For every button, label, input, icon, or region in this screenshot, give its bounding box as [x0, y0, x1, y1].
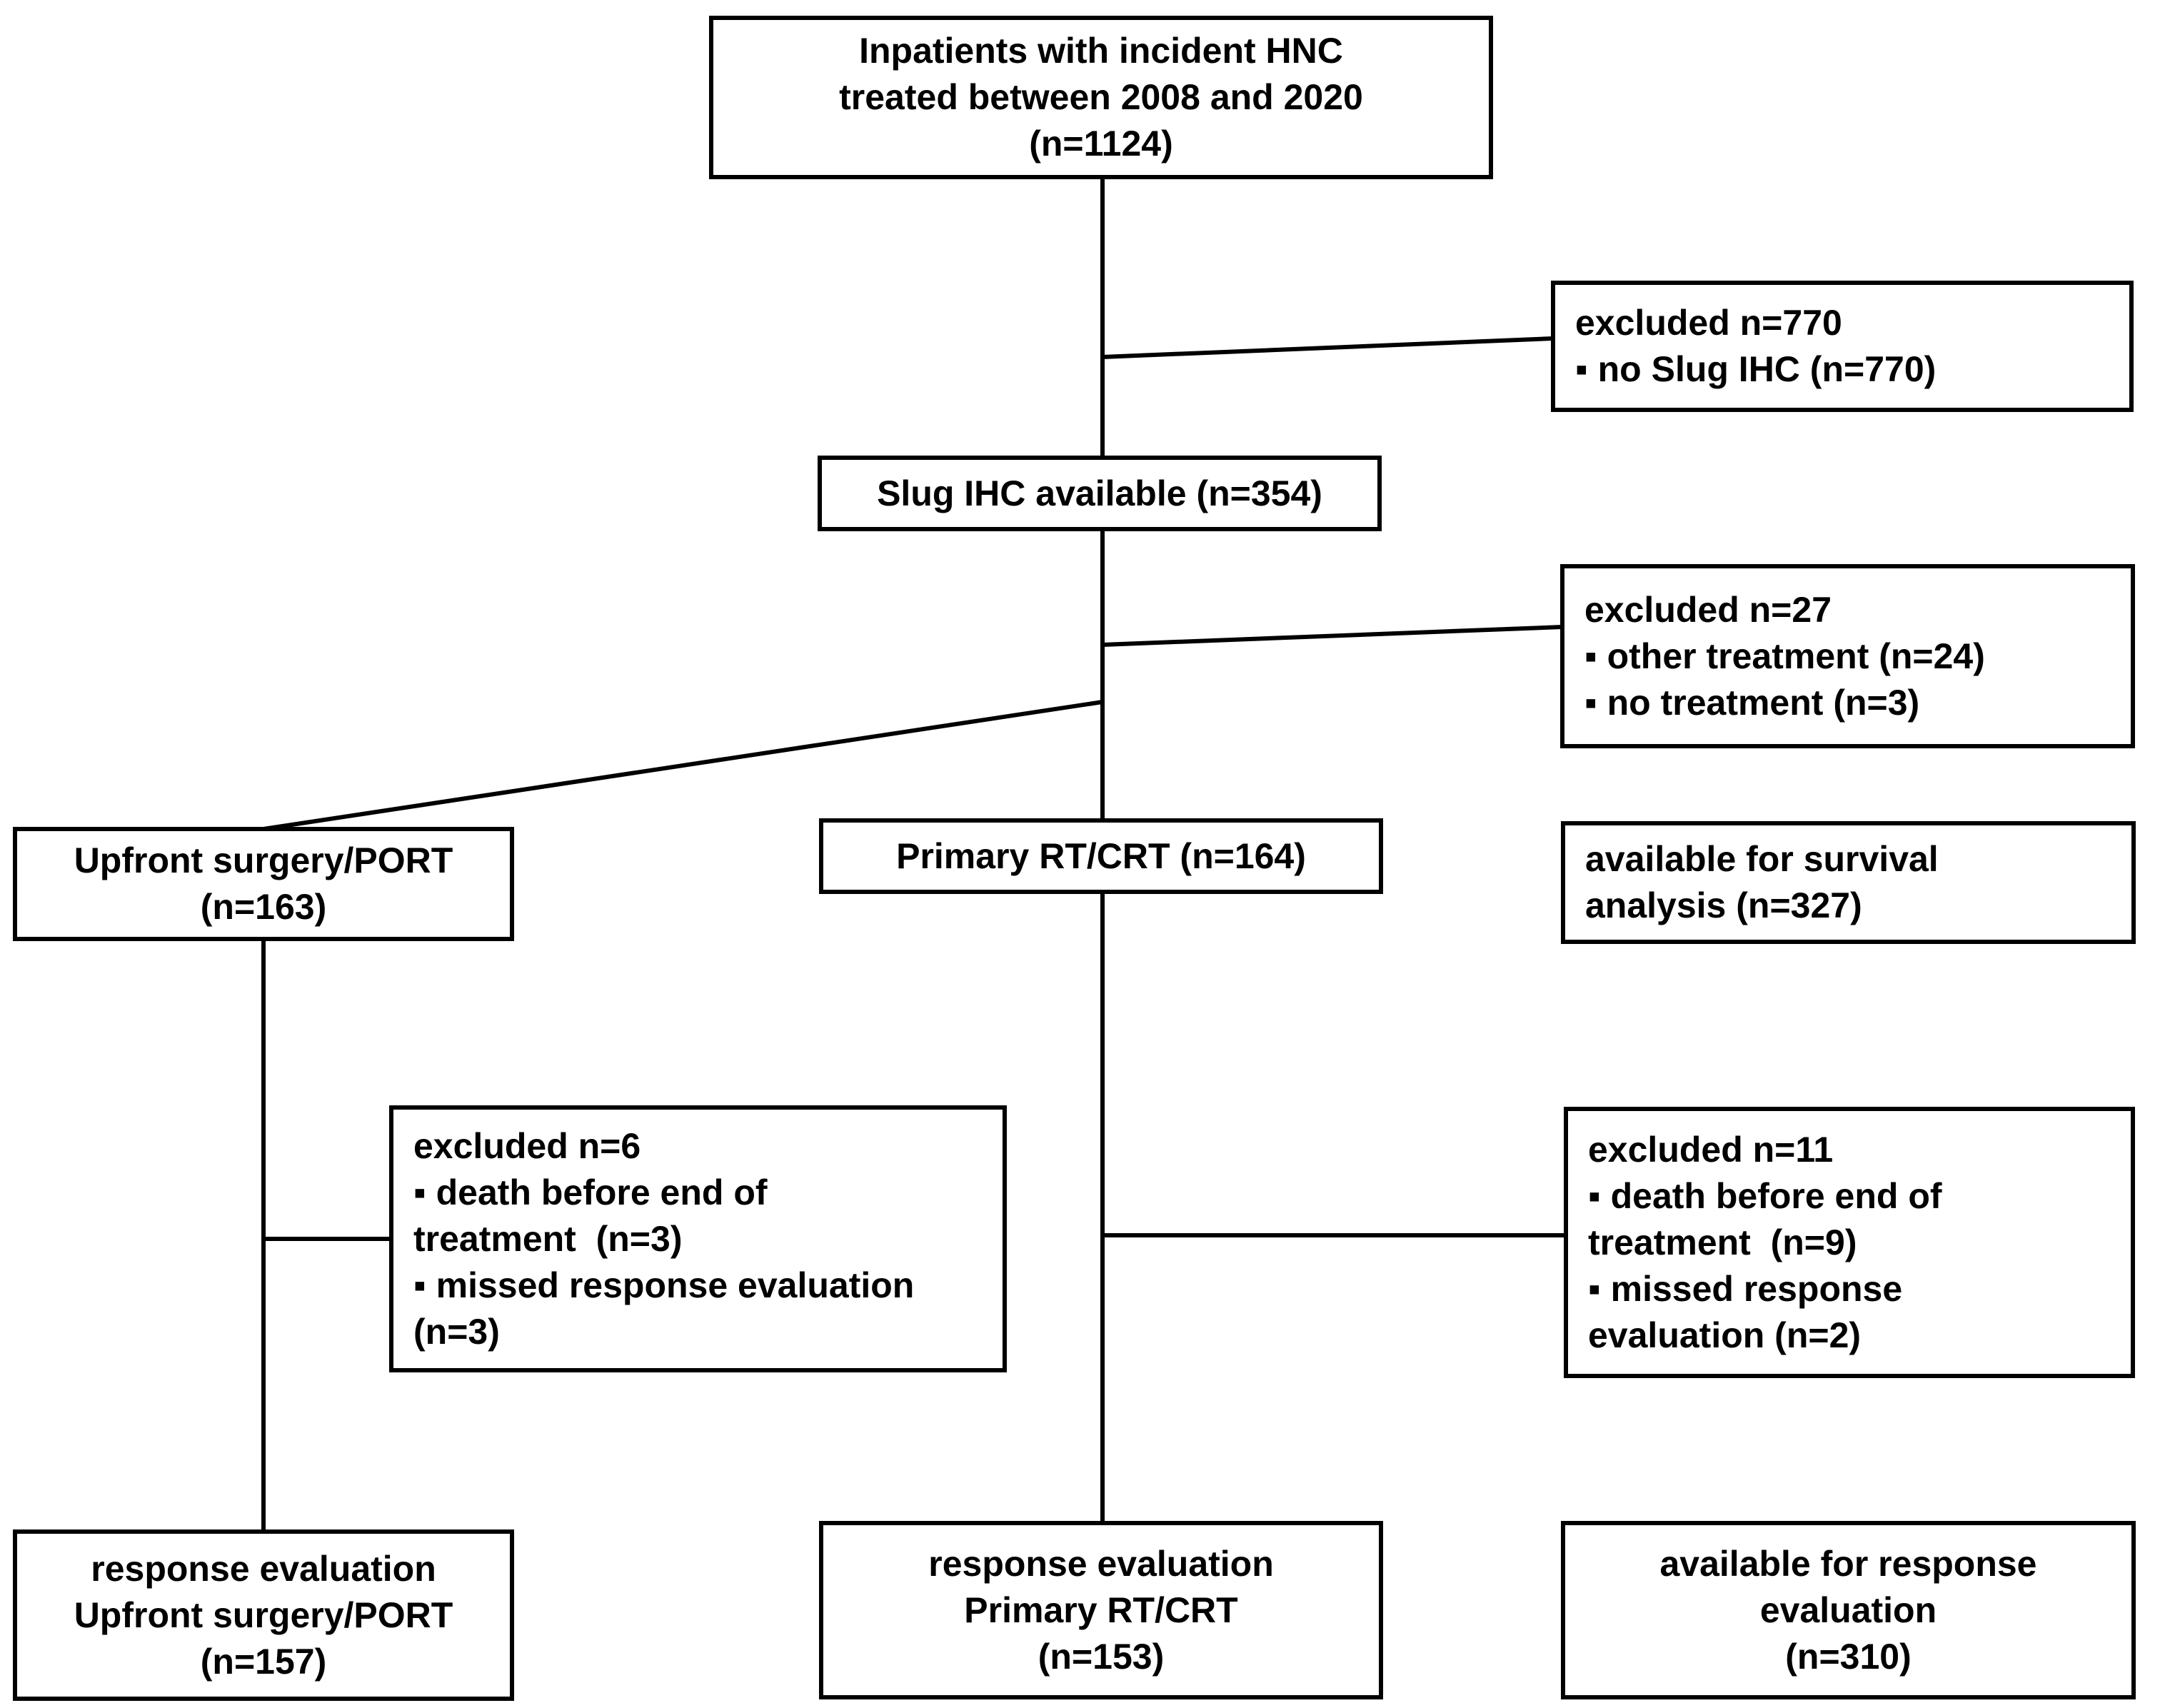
box-excluded-no-slug-text: excluded n=770 ▪ no Slug IHC (n=770) — [1575, 303, 1937, 389]
box-slug-available-text: Slug IHC available (n=354) — [877, 473, 1322, 513]
box-inpatients-incident-hnc: Inpatients with incident HNC treated bet… — [709, 16, 1493, 179]
box-primary-rtcrt-text: Primary RT/CRT (n=164) — [896, 835, 1306, 876]
box-upfront-surgery-port: Upfront surgery/PORT (n=163) — [13, 827, 514, 941]
box-response-evaluation-primary: response evaluation Primary RT/CRT (n=15… — [819, 1521, 1383, 1699]
box-excluded-no-slug-ihc: excluded n=770 ▪ no Slug IHC (n=770) — [1551, 281, 2134, 412]
box-response-available-text: available for response evaluation (n=310… — [1659, 1543, 2037, 1677]
box-response-evaluation-upfront: response evaluation Upfront surgery/PORT… — [13, 1529, 514, 1701]
box-inpatients-text: Inpatients with incident HNC treated bet… — [839, 31, 1363, 164]
box-upfront-surgery-text: Upfront surgery/PORT (n=163) — [74, 840, 453, 927]
box-excluded-primary-text: excluded n=11 ▪ death before end of trea… — [1588, 1129, 1942, 1355]
connector-diagonal-to-upfront — [263, 700, 1103, 831]
box-survival-analysis-text: available for survival analysis (n=327) — [1585, 839, 1939, 925]
box-excluded-primary-n11: excluded n=11 ▪ death before end of trea… — [1564, 1107, 2135, 1378]
box-response-upfront-text: response evaluation Upfront surgery/PORT… — [74, 1548, 453, 1682]
connector-to-excluded-27 — [1102, 625, 1563, 647]
box-excluded-treatment-text: excluded n=27 ▪ other treatment (n=24) ▪… — [1584, 589, 1985, 723]
box-excluded-upfront-text: excluded n=6 ▪ death before end of treat… — [413, 1125, 915, 1352]
box-excluded-treatment: excluded n=27 ▪ other treatment (n=24) ▪… — [1560, 564, 2135, 748]
box-response-primary-text: response evaluation Primary RT/CRT (n=15… — [928, 1543, 1274, 1677]
connector-to-excluded-770 — [1102, 336, 1554, 359]
box-slug-ihc-available: Slug IHC available (n=354) — [818, 456, 1382, 531]
box-available-survival-analysis: available for survival analysis (n=327) — [1561, 821, 2136, 944]
box-excluded-upfront-n6: excluded n=6 ▪ death before end of treat… — [389, 1105, 1007, 1372]
box-primary-rt-crt: Primary RT/CRT (n=164) — [819, 818, 1383, 894]
box-available-response-evaluation: available for response evaluation (n=310… — [1561, 1521, 2136, 1699]
